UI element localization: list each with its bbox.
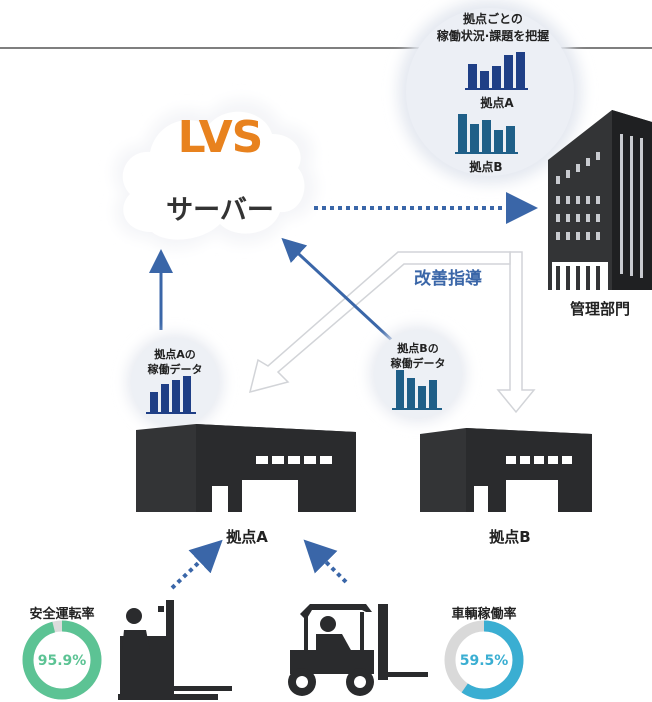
overview-title-line2: 稼働状況·課題を把握 [436,29,550,43]
safety-rate-label: 安全運転率 [29,607,95,622]
donut-gauge-utilization [444,620,524,700]
improvement-guidance-label: 改善指導 [414,269,482,289]
arrow-reach-forklift-to-site-a [170,539,223,590]
utilization-rate-label: 車輌稼働率 [451,607,517,622]
site-a-bubble-line1: 拠点Aの [154,348,196,361]
site-a-label: 拠点A [226,528,268,546]
arrow-site-b-to-server [281,237,398,346]
site-b-bubble-line1: 拠点Bの [397,342,439,355]
donut-gauge-safety [22,620,102,700]
site-b-data-bubble [370,326,466,422]
utilization-rate-value: 59.5% [459,653,509,669]
overview-chart-site-a [465,52,528,90]
site-a-bubble-line2: 稼働データ [147,363,203,376]
counterbalance-forklift-icon [288,604,428,696]
overview-title-line1: 拠点ごとの [463,12,523,26]
overview-chart-site-b [455,114,518,154]
building-icon [548,110,652,290]
safety-rate-value: 95.9% [37,653,87,669]
warehouse-icon-site-b [420,428,592,512]
lvs-logo: LVS [177,112,264,163]
arrow-improvement-guidance [248,251,536,414]
site-b-label: 拠点B [489,528,531,546]
overview-chart-a-label: 拠点A [480,96,514,110]
hq-label: 管理部門 [569,300,631,318]
overview-bubble [398,0,582,184]
cloud-icon [114,99,317,249]
overview-chart-b-label: 拠点B [469,160,503,174]
server-label: サーバー [166,195,274,226]
site-b-bubble-line2: 稼働データ [390,357,446,370]
site-a-data-bubble [127,334,223,430]
arrow-counter-forklift-to-site-a [303,539,348,584]
warehouse-icon-site-a [136,424,356,512]
reach-forklift-icon [118,600,232,700]
